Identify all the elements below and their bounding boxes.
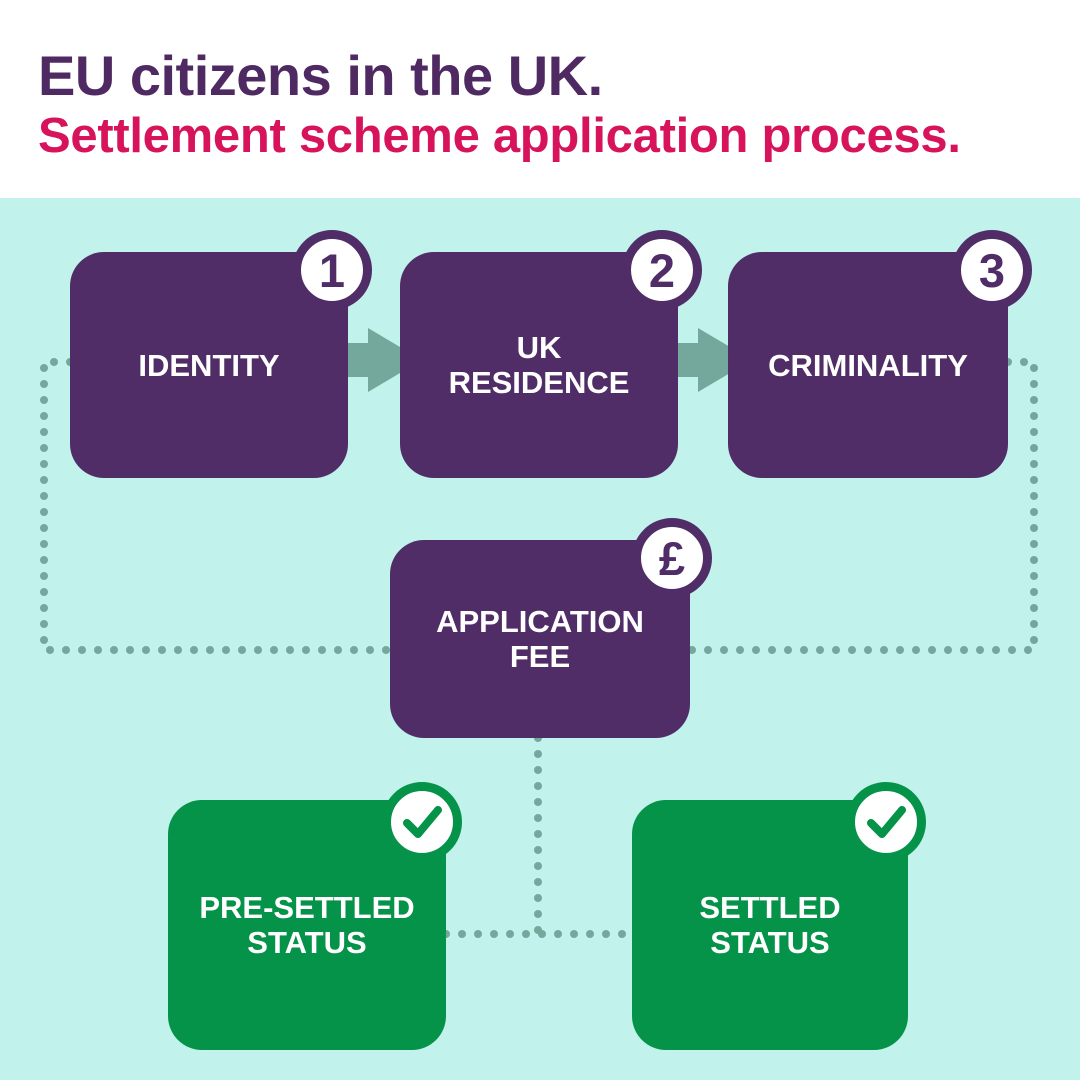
dotted-connectors xyxy=(40,358,1038,938)
left-loop-connector xyxy=(40,358,394,654)
pound-icon: £ xyxy=(632,518,712,598)
fee-label-line: APPLICATION xyxy=(436,604,644,639)
step-number-badge: 3 xyxy=(952,230,1032,310)
header: EU citizens in the UK. Settlement scheme… xyxy=(0,0,1080,198)
check-icon xyxy=(846,782,926,862)
outcome-label-line: STATUS xyxy=(247,925,367,960)
process-diagram: IDENTITY 1 UK RESIDENCE 2 CRIMINALITY 3 … xyxy=(0,198,1080,1080)
step-label-line: RESIDENCE xyxy=(448,365,630,400)
check-icon xyxy=(382,782,462,862)
step-label-line: UK xyxy=(516,330,562,365)
outcome-label-line: PRE-SETTLED xyxy=(199,890,415,925)
step-label-line: CRIMINALITY xyxy=(768,347,968,383)
arrow-right-icon xyxy=(656,328,752,392)
step-label: CRIMINALITY xyxy=(768,348,968,383)
step-number-badge: 2 xyxy=(622,230,702,310)
outcome-label: PRE-SETTLED STATUS xyxy=(199,890,414,960)
outcome-label-line: SETTLED xyxy=(699,890,841,925)
outcome-label: SETTLED STATUS xyxy=(699,890,840,960)
step-number-badge: 1 xyxy=(292,230,372,310)
fee-label-line: FEE xyxy=(509,639,571,674)
step-label: UK RESIDENCE xyxy=(449,330,630,400)
step-label: IDENTITY xyxy=(138,348,279,383)
outcome-label-line: STATUS xyxy=(710,925,830,960)
fee-label: APPLICATION FEE xyxy=(436,604,644,674)
step-label-line: IDENTITY xyxy=(138,347,280,383)
right-loop-connector xyxy=(686,358,1038,654)
page-subtitle: Settlement scheme application process. xyxy=(38,109,961,163)
page-title: EU citizens in the UK. xyxy=(38,44,603,107)
arrow-right-icon xyxy=(326,328,422,392)
